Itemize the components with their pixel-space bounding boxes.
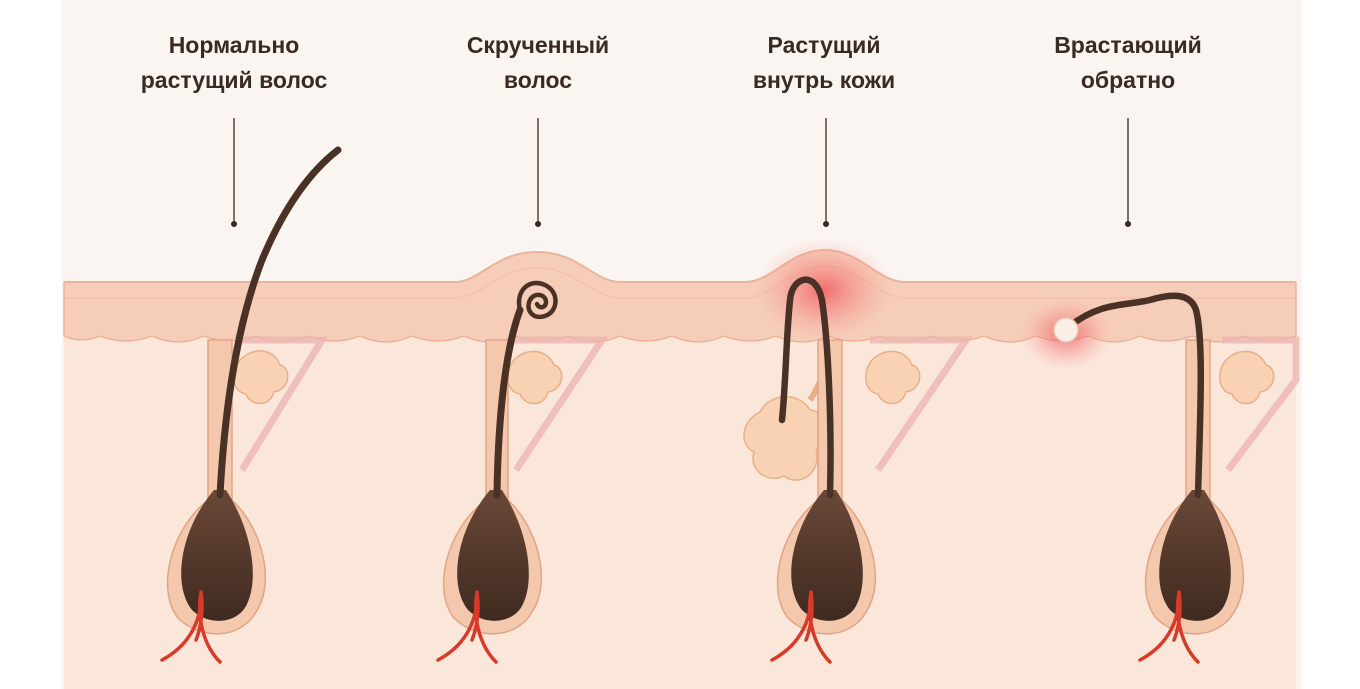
label-line: Растущий [767, 32, 881, 58]
hair-shaft [493, 306, 524, 499]
sebaceous-gland [865, 350, 921, 405]
arrector-muscle [236, 336, 329, 472]
label-line: Врастающий [1054, 32, 1202, 58]
inward-hair [778, 276, 834, 499]
pointer-dot [535, 221, 541, 227]
pointer-dot [1125, 221, 1131, 227]
label-normal-hair: Нормально растущий волос [114, 28, 354, 98]
label-line: внутрь кожи [752, 67, 896, 93]
skin [63, 248, 1297, 689]
label-line: Нормально [168, 32, 300, 58]
panel-curled-illustration [436, 280, 609, 664]
hair-bulb [181, 490, 253, 621]
dermal-papilla [770, 590, 832, 664]
pointer-dot [823, 221, 829, 227]
panel-normal-illustration [160, 146, 342, 664]
pustule [1053, 317, 1079, 343]
dermal-papilla [160, 590, 222, 664]
label-line: волос [503, 67, 573, 93]
pointer-lines [231, 118, 1131, 227]
arrector-muscle [870, 336, 973, 472]
arrector-muscle [1222, 336, 1300, 473]
arrector-muscle [510, 336, 609, 472]
curled-hair [516, 280, 558, 320]
pointer-dot [231, 221, 237, 227]
ingrown-hair [1066, 292, 1205, 499]
sebaceous-gland [1219, 350, 1275, 405]
hair-bulb [457, 490, 529, 621]
sebaceous-gland-large [743, 396, 827, 481]
label-line: растущий волос [140, 67, 328, 93]
sebaceous-gland [507, 350, 563, 405]
hair-bulb [791, 490, 863, 621]
label-ingrown-hair: Врастающий обратно [1008, 28, 1248, 98]
panel-ingrown-illustration [1053, 292, 1300, 664]
hair-bulb [1159, 490, 1231, 621]
panel-inward-illustration [743, 276, 973, 664]
label-inward-hair: Растущий внутрь кожи [704, 28, 944, 98]
dermal-papilla [1138, 590, 1200, 664]
dermal-papilla [436, 590, 498, 664]
label-line: Скрученный [466, 32, 610, 58]
hair-shaft [216, 146, 342, 499]
label-line: обратно [1080, 67, 1176, 93]
sebaceous-gland [233, 350, 289, 405]
label-curled-hair: Скрученный волос [418, 28, 658, 98]
